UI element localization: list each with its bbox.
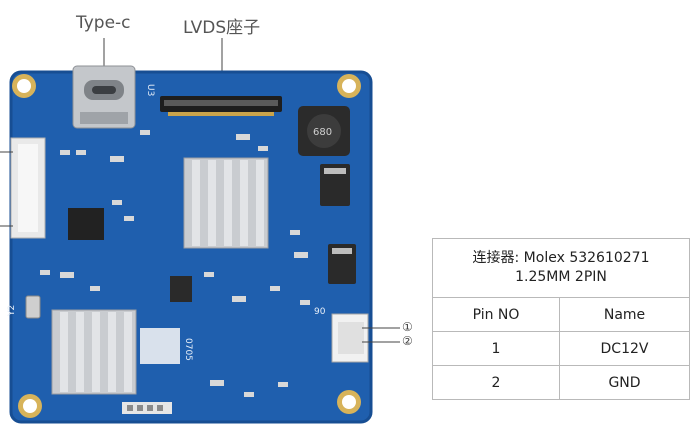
power-diode-1 [320,164,350,206]
mounting-hole-bl [18,394,42,418]
table-header-row: 连接器: Molex 532610271 1.25MM 2PIN [432,238,690,298]
qr-label [140,328,180,364]
column-header-name: Name [559,297,690,332]
typec-callout-label: Type-c [76,13,131,33]
silk-90: 90 [314,307,326,317]
mounting-hole-tl [12,74,36,98]
mounting-hole-br [337,390,361,414]
pin-number-cell: 2 [432,365,560,400]
pin-number-cell: 1 [432,331,560,366]
power-connector [331,313,369,363]
inductor-marking: 680 [313,127,332,138]
side-connector [10,137,46,239]
secondary-heatsink [51,309,137,395]
pin-marker-2: ② [402,334,413,348]
connector-description-cell: 连接器: Molex 532610271 1.25MM 2PIN [432,238,690,298]
pin-name-cell: GND [559,365,690,400]
lvds-callout-label: LVDS座子 [183,18,261,38]
typec-connector [72,65,136,129]
connector-description-line2: 1.25MM 2PIN [515,269,607,285]
mounting-hole-tr [337,74,361,98]
crystal-oscillator [25,295,41,319]
silk-u3: U3 [145,84,155,96]
pcb-board-illustration: U3 680 Y2 [0,38,400,424]
pcb-shade [9,70,373,424]
power-inductor: 680 [298,106,350,156]
table-row: 2 GND [432,365,690,400]
silk-0705: 0705 [183,338,193,361]
connector-spec-table: 连接器: Molex 532610271 1.25MM 2PIN Pin NO … [432,238,690,400]
lvds-connector [160,96,282,116]
bottom-header [122,402,172,414]
connector-description-line1: 连接器: Molex 532610271 [472,250,650,266]
smd-components [40,130,310,397]
table-row: 1 DC12V [432,331,690,366]
pin-name-cell: DC12V [559,331,690,366]
table-column-header-row: Pin NO Name [432,297,690,332]
silk-y2: Y2 [7,305,17,317]
mosfet [170,276,192,302]
column-header-pin-no: Pin NO [432,297,560,332]
pin-marker-1: ① [402,320,413,334]
main-heatsink [183,157,269,249]
bridge-ic [68,208,104,240]
